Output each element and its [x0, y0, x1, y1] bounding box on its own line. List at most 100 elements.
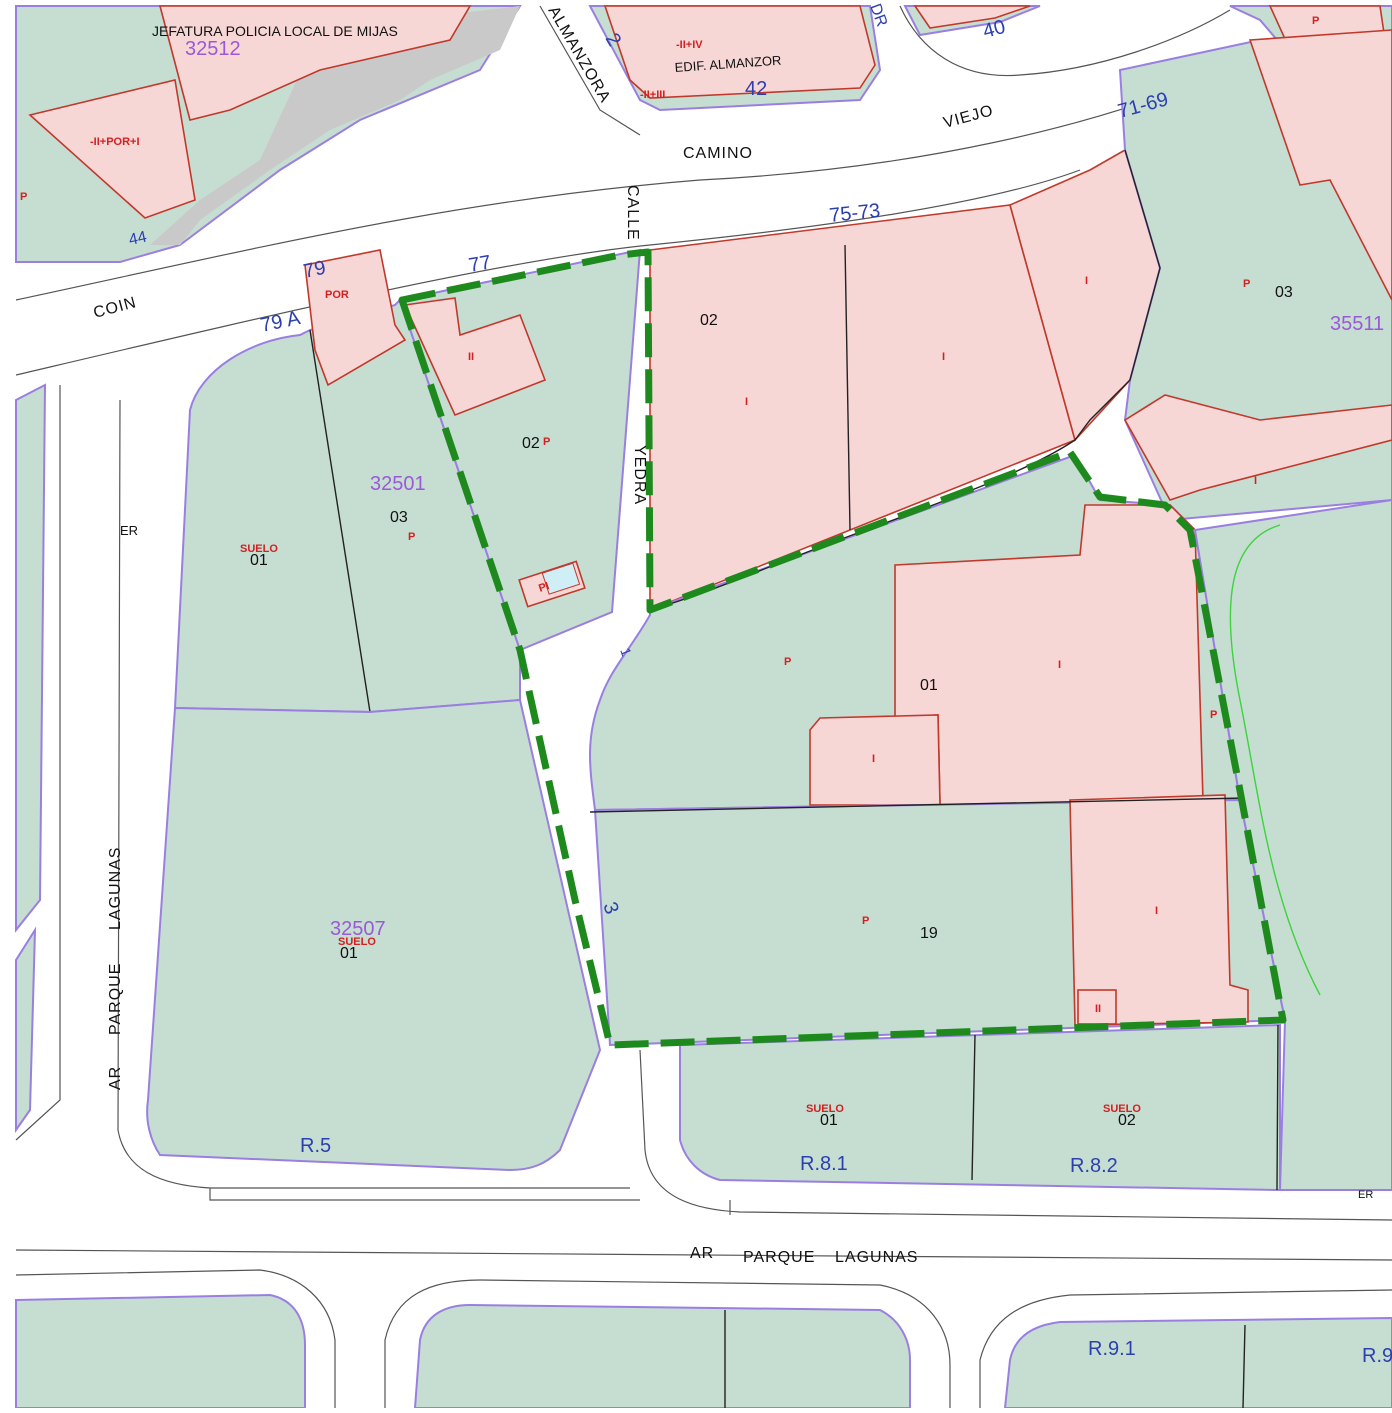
- zone-r82: R.8.2: [1070, 1155, 1118, 1177]
- parcel-num-32507-01: 01: [340, 945, 358, 962]
- block-32512: 32512: [185, 38, 241, 60]
- road-edge-coin-south: [15, 169, 1081, 376]
- parcel-west-strip: [15, 383, 47, 933]
- suelo-32501: SUELO: [240, 543, 278, 555]
- parcel-south-1: [15, 1293, 306, 1409]
- suelo-32507: SUELO: [338, 936, 376, 948]
- road-edge-parque-south: [15, 1249, 1392, 1261]
- street-parque-1: PARQUE: [107, 963, 124, 1035]
- building-name: EDIF. ALMANZOR: [674, 53, 782, 75]
- parcel-num-32501-03: 03: [390, 509, 408, 526]
- floor-por: POR: [325, 289, 349, 301]
- subject-boundary: [398, 248, 1287, 1049]
- divider-35511: [1074, 149, 1161, 441]
- parcel-num-01: 01: [920, 677, 938, 694]
- road-edge-west: [15, 385, 61, 1141]
- gray-building-police: [150, 6, 520, 245]
- suelo-r82: SUELO: [1103, 1103, 1141, 1115]
- street-lagunas-2: LAGUNAS: [835, 1249, 918, 1266]
- floor-ii-02: II: [468, 351, 474, 363]
- label-police: JEFATURA POLICIA LOCAL DE MIJAS: [152, 23, 398, 39]
- parcel-num-35511-03: 03: [1275, 284, 1293, 301]
- divider-32501: [309, 329, 371, 713]
- building-police-west: [28, 79, 196, 219]
- floor-pi: PI: [537, 580, 551, 595]
- floor-ii-iii: -II+III: [640, 89, 665, 101]
- road-edge-parque-west: [117, 399, 630, 1189]
- street-lagunas-1: LAGUNAS: [107, 847, 124, 930]
- road-edge-coin-north: [15, 59, 1251, 301]
- address-44: 44: [127, 229, 148, 249]
- parcel-south-3: [1003, 1316, 1392, 1409]
- road-edge-top-right: [899, 5, 1231, 77]
- street-ar-2: AR: [690, 1245, 714, 1262]
- street-ar-1: AR: [107, 1066, 124, 1090]
- parcel-num-02-east: 02: [700, 312, 718, 329]
- floor-ii-por-i: -II+POR+I: [90, 136, 140, 148]
- divider-02-east: [844, 244, 851, 531]
- building-almanzor: [603, 5, 876, 99]
- building-02-west: [403, 297, 547, 417]
- floor-p-01: P: [784, 656, 791, 668]
- floor-p-32501: P: [408, 531, 415, 543]
- building-35511-north: [1248, 29, 1392, 301]
- floor-i-01b: I: [872, 753, 875, 765]
- floor-i-02b: I: [942, 351, 945, 363]
- divider-south-3: [1242, 1324, 1246, 1409]
- parcel-r8: [679, 1023, 1281, 1192]
- building-35511-south: [1123, 394, 1392, 501]
- floor-ii-19: II: [1095, 1003, 1101, 1015]
- street-dr: DR: [866, 2, 890, 30]
- parcel-num-02-west: 02: [522, 435, 540, 452]
- floor-i-02: I: [745, 396, 748, 408]
- block-32507: 32507: [330, 918, 386, 940]
- floor-i-01: I: [1058, 659, 1061, 671]
- parcel-num-r8-02: 02: [1118, 1112, 1136, 1129]
- divider-r8: [971, 1034, 976, 1181]
- floor-p-02: P: [543, 436, 550, 448]
- floor-i-35511: I: [1254, 475, 1257, 487]
- parcel-num-19: 19: [920, 925, 938, 942]
- road-edge-south-row: [15, 1269, 1392, 1408]
- address-42: 42: [745, 78, 767, 100]
- street-calle: CALLE: [624, 185, 641, 241]
- parcel-west-strip-2: [15, 926, 37, 1134]
- parcel-num-32501-01: 01: [250, 552, 268, 569]
- address-79: 79: [301, 257, 327, 283]
- parcel-south-2: [413, 1303, 911, 1409]
- building-79: [304, 249, 407, 387]
- floor-p-east: P: [1210, 709, 1217, 721]
- floor-ii-iv: -II+IV: [676, 39, 703, 51]
- divider-01-19: [589, 797, 1246, 813]
- parcel-32507: [146, 698, 602, 1172]
- road-edge-misc: [209, 1188, 731, 1215]
- street-parque-2: PARQUE: [743, 1249, 815, 1266]
- address-75-73: 75-73: [828, 200, 881, 227]
- zone-r9: R.9: [1362, 1345, 1392, 1367]
- building-top-40: [913, 5, 1031, 29]
- block-32501: 32501: [370, 473, 426, 495]
- street-er-2: ER: [1358, 1189, 1373, 1201]
- street-er-1: ER: [120, 523, 138, 538]
- parcel-num-r8-01: 01: [820, 1112, 838, 1129]
- address-77: 77: [467, 251, 493, 277]
- floor-p-topright: P: [1312, 15, 1319, 27]
- suelo-r81: SUELO: [806, 1103, 844, 1115]
- floor-i-19: I: [1155, 905, 1158, 917]
- floor-p-19: P: [862, 915, 869, 927]
- zone-r91: R.9.1: [1088, 1338, 1136, 1360]
- floor-i-east: I: [1085, 275, 1088, 287]
- zone-r81: R.8.1: [800, 1153, 848, 1175]
- street-yedra: YEDRA: [631, 445, 648, 505]
- street-camino: CAMINO: [683, 145, 753, 162]
- zone-r5: R.5: [300, 1135, 331, 1157]
- building-19-annex: [1077, 989, 1117, 1025]
- pool: [541, 562, 581, 595]
- green-line-east: [1229, 524, 1321, 996]
- floor-p-topleft: P: [20, 191, 27, 203]
- road-edge-almanzora: [539, 5, 641, 136]
- building-police-north: [158, 5, 472, 121]
- floor-p-35511: P: [1243, 278, 1250, 290]
